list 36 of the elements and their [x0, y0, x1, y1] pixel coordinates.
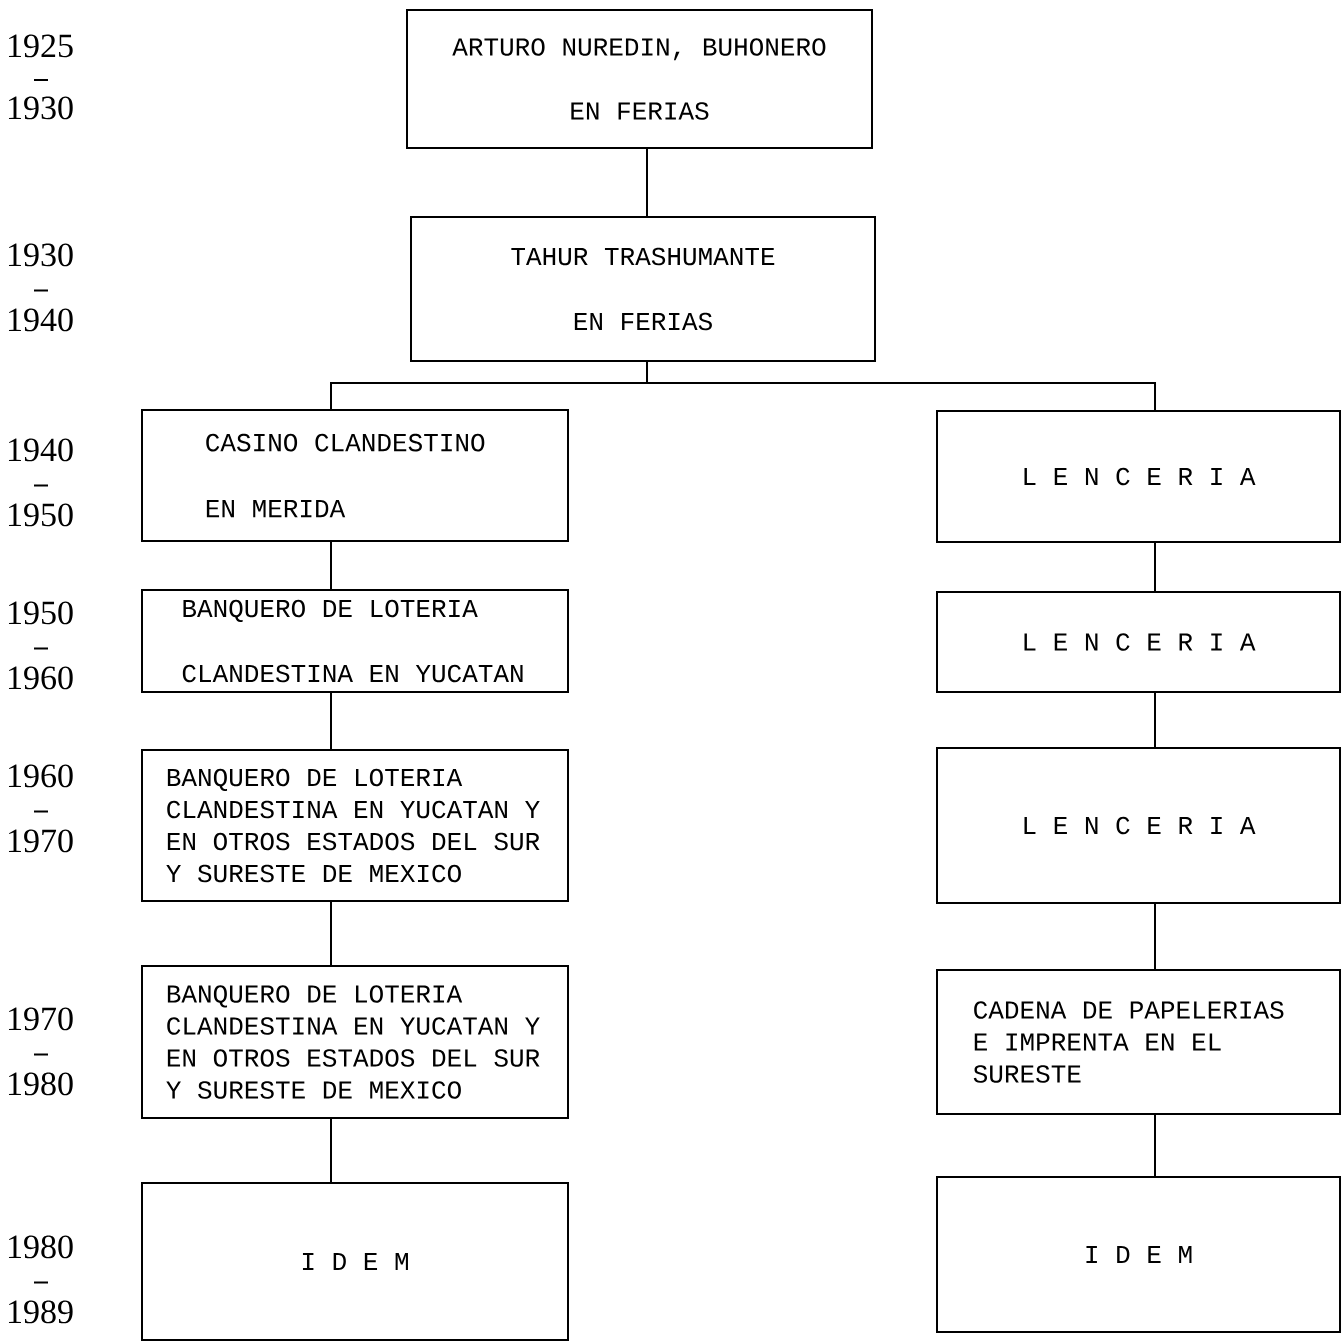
- text-box: I D E M: [936, 1176, 1341, 1333]
- text-box: L E N C E R I A: [936, 591, 1341, 693]
- year-label: 1930: [9, 96, 73, 120]
- year-label: 1925: [9, 34, 73, 58]
- text-box: L E N C E R I A: [936, 410, 1341, 543]
- connector-line: [330, 901, 332, 966]
- text-box: I D E M: [141, 1182, 569, 1341]
- connector-line: [1154, 542, 1156, 592]
- year-label: 1940: [9, 308, 73, 332]
- year-label: 1940: [9, 438, 73, 462]
- connector-line: [330, 541, 332, 590]
- connector-line: [330, 692, 332, 750]
- text-box: ARTURO NUREDIN, BUHONERO EN FERIAS: [406, 9, 873, 149]
- year-label: 1970: [9, 829, 73, 853]
- connector-line: [330, 1118, 332, 1183]
- year-label: 1980: [9, 1235, 73, 1259]
- year-label: 1950: [9, 503, 73, 527]
- text-box: CASINO CLANDESTINO EN MERIDA: [141, 409, 569, 542]
- year-label: 1960: [9, 764, 73, 788]
- connector-line: [646, 148, 648, 217]
- year-label: 1960: [9, 666, 73, 690]
- year-label: 1930: [9, 243, 73, 267]
- text-box: CADENA DE PAPELERIAS E IMPRENTA EN EL SURESTE: [936, 969, 1341, 1115]
- text-box: TAHUR TRASHUMANTE EN FERIAS: [410, 216, 876, 362]
- year-label: 1980: [9, 1072, 73, 1096]
- connector-line: [1154, 1114, 1156, 1177]
- year-label: 1970: [9, 1007, 73, 1031]
- connector-line: [1154, 903, 1156, 970]
- year-label: 1989: [9, 1300, 73, 1324]
- year-label: 1950: [9, 601, 73, 625]
- text-box: BANQUERO DE LOTERIA CLANDESTINA EN YUCATAN Y EN OTROS ESTADOS DEL SUR Y SURESTE DE MEXICO: [141, 749, 569, 902]
- text-box: BANQUERO DE LOTERIA CLANDESTINA EN YUCATAN Y EN OTROS ESTADOS DEL SUR Y SURESTE DE MEXICO: [141, 965, 569, 1119]
- text-box: L E N C E R I A: [936, 747, 1341, 904]
- connector-line: [1154, 692, 1156, 748]
- text-box: BANQUERO DE LOTERIA CLANDESTINA EN YUCATAN: [141, 589, 569, 693]
- connector-line: [646, 361, 1156, 411]
